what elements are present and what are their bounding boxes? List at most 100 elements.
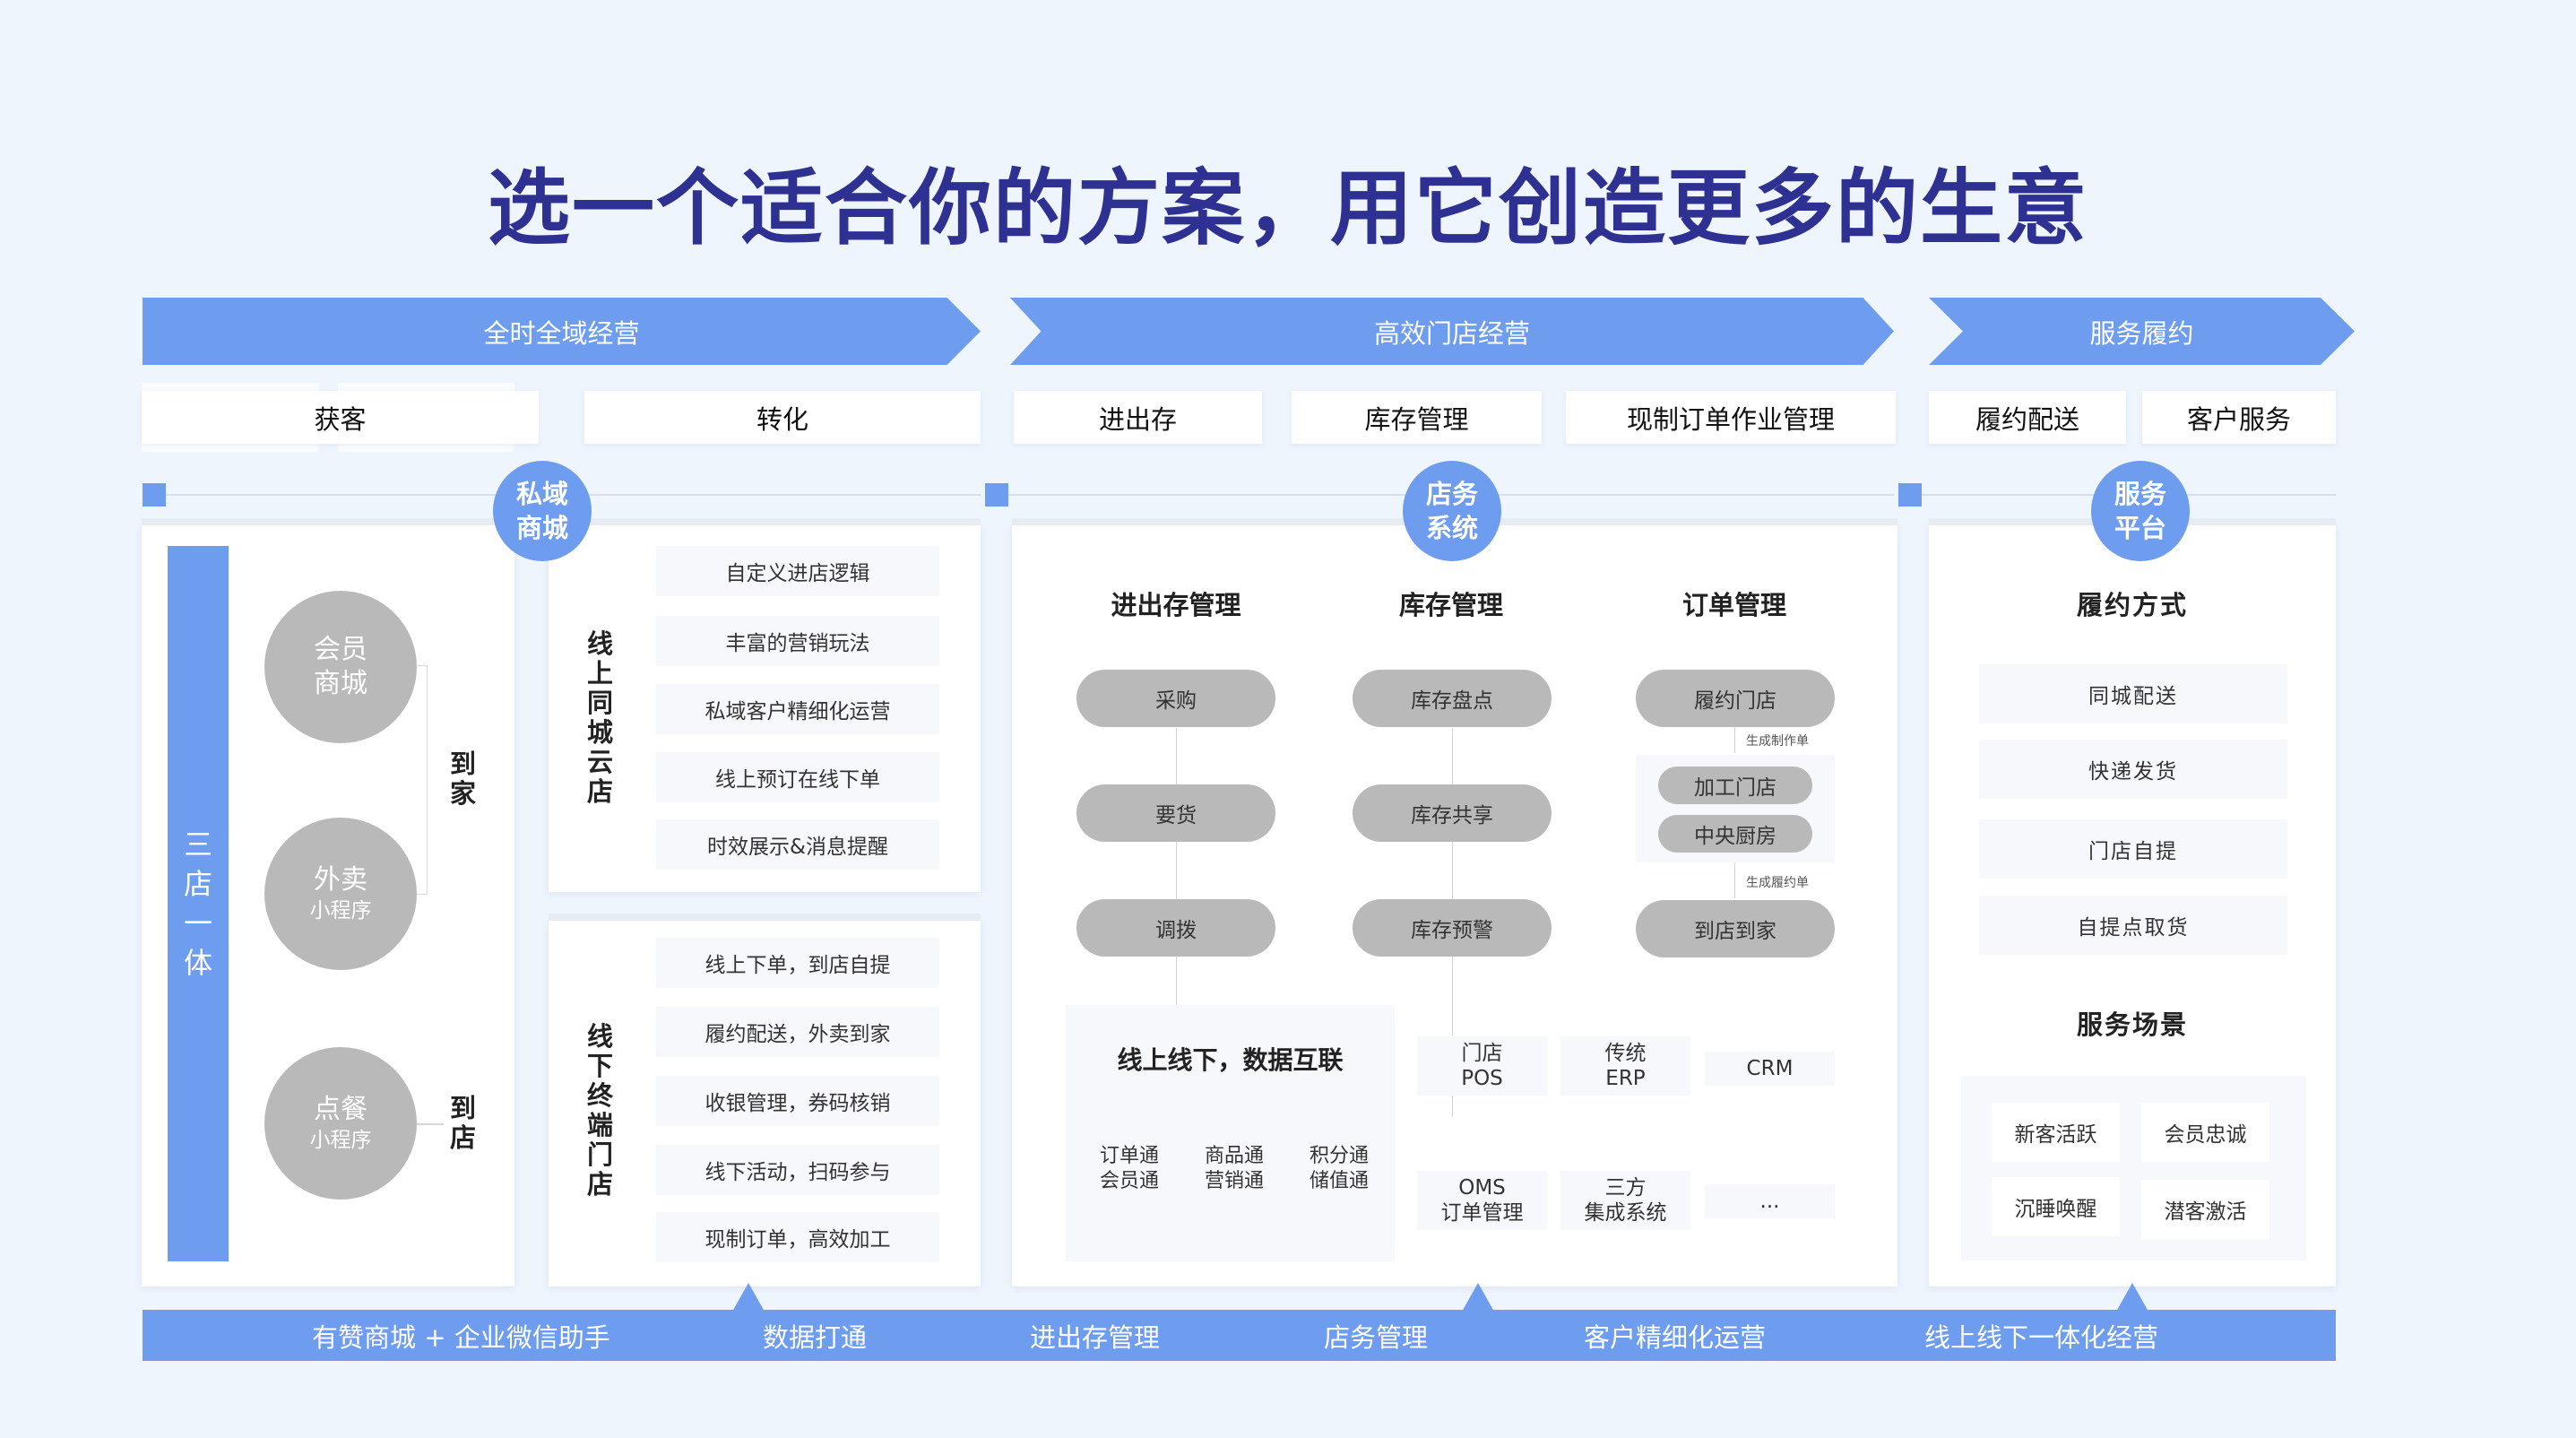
data-link-item: 商品通 bbox=[1204, 1145, 1264, 1167]
circle-label: 会员 bbox=[314, 634, 367, 665]
bar-char: 三 bbox=[183, 827, 212, 862]
bar-char: 体 bbox=[183, 946, 212, 980]
pointer-triangle bbox=[1462, 1283, 1494, 1312]
data-link-item: 订单通 bbox=[1100, 1145, 1160, 1167]
stage-label: 高效门店经营 bbox=[1373, 317, 1530, 349]
feature-item: 自定义进店逻辑 bbox=[656, 546, 939, 596]
scene-item: 潜客激活 bbox=[2141, 1180, 2269, 1239]
feature-item: 丰富的营销玩法 bbox=[656, 616, 939, 666]
tab-acquire[interactable]: 获客 bbox=[142, 391, 539, 444]
label-char: 店 bbox=[587, 1169, 614, 1200]
label-char: 上 bbox=[587, 658, 614, 689]
stage-label: 全时全域经营 bbox=[483, 317, 640, 349]
circle-label: 外卖 bbox=[314, 864, 367, 896]
feature-item: 私域客户精细化运营 bbox=[656, 684, 939, 734]
label-char: 店 bbox=[450, 1122, 477, 1153]
feature-item: 现制订单，高效加工 bbox=[656, 1212, 939, 1262]
badge-label: 平台 bbox=[2114, 513, 2166, 543]
label-char: 线 bbox=[587, 628, 614, 659]
feature-item: 收银管理，券码核销 bbox=[656, 1076, 939, 1126]
tab-customer-service[interactable]: 客户服务 bbox=[2142, 391, 2336, 444]
system-third-party: 三方 集成系统 bbox=[1560, 1171, 1690, 1230]
stage-arrow-service: 服务履约 bbox=[1929, 298, 2355, 365]
summary-item: 进出存管理 bbox=[1030, 1321, 1161, 1353]
system-label: 订单管理 bbox=[1440, 1201, 1524, 1225]
label-char: 门 bbox=[587, 1139, 614, 1170]
flow-step[interactable]: 库存共享 bbox=[1353, 784, 1552, 842]
system-pos: 门店 POS bbox=[1417, 1036, 1547, 1096]
column-heading: 进出存管理 bbox=[1111, 590, 1241, 620]
label-char: 同 bbox=[587, 688, 614, 718]
takeout-miniapp-circle[interactable]: 外卖 小程序 bbox=[264, 818, 417, 970]
bar-char: 店 bbox=[183, 867, 212, 901]
summary-item: 数据打通 bbox=[763, 1321, 868, 1353]
label-char: 线 bbox=[587, 1021, 614, 1052]
to-store-connector bbox=[417, 1123, 444, 1125]
label-char: 云 bbox=[587, 747, 614, 777]
three-stores-in-one-bar: 三 店 一 体 bbox=[168, 546, 229, 1261]
label-char: 家 bbox=[450, 778, 477, 809]
flow-step[interactable]: 加工门店 bbox=[1658, 767, 1812, 804]
store-system-badge: 店务 系统 bbox=[1403, 461, 1501, 561]
label-char: 终 bbox=[587, 1080, 614, 1111]
system-label: 集成系统 bbox=[1584, 1201, 1667, 1225]
edge-label: 生成履约单 bbox=[1746, 876, 1809, 890]
data-link-item: 储值通 bbox=[1309, 1170, 1369, 1192]
summary-item: 有赞商城 + 企业微信助手 bbox=[312, 1321, 610, 1353]
dine-in-miniapp-circle[interactable]: 点餐 小程序 bbox=[264, 1047, 417, 1200]
feature-item: 线下活动，扫码参与 bbox=[656, 1145, 939, 1195]
circle-label: 点餐 bbox=[314, 1094, 367, 1125]
to-store-label: 到 店 bbox=[450, 1094, 476, 1153]
label-char: 端 bbox=[587, 1110, 614, 1140]
flow-step[interactable]: 要货 bbox=[1076, 784, 1275, 842]
feature-item: 线上预订在线下单 bbox=[656, 752, 939, 802]
badge-label: 服务 bbox=[2114, 479, 2166, 509]
summary-item: 线上线下一体化经营 bbox=[1924, 1321, 2159, 1353]
scene-heading: 服务场景 bbox=[2076, 1009, 2188, 1040]
fulfill-item: 同城配送 bbox=[1979, 664, 2287, 723]
pointer-triangle bbox=[732, 1283, 765, 1312]
private-mall-badge: 私域 商城 bbox=[493, 461, 592, 561]
flow-step[interactable]: 库存预警 bbox=[1353, 899, 1552, 957]
tab-inout-stock[interactable]: 进出存 bbox=[1014, 391, 1262, 444]
fulfill-item: 快递发货 bbox=[1979, 740, 2287, 799]
section-marker bbox=[143, 483, 166, 507]
stage-arrow-store-ops: 高效门店经营 bbox=[1010, 298, 1894, 365]
system-label: 门店 bbox=[1461, 1042, 1503, 1065]
flow-step[interactable]: 库存盘点 bbox=[1353, 670, 1552, 727]
flow-step[interactable]: 中央厨房 bbox=[1658, 815, 1812, 853]
system-label: POS bbox=[1461, 1067, 1503, 1090]
flow-step[interactable]: 调拨 bbox=[1076, 899, 1275, 957]
tab-fulfillment[interactable]: 履约配送 bbox=[1929, 391, 2126, 444]
stage-arrow-all-domain: 全时全域经营 bbox=[143, 298, 981, 365]
tab-convert[interactable]: 转化 bbox=[584, 391, 981, 444]
flow-connector bbox=[1734, 726, 1735, 753]
system-label: 传统 bbox=[1604, 1042, 1647, 1065]
flow-step[interactable]: 履约门店 bbox=[1636, 670, 1835, 727]
flow-connector bbox=[1734, 862, 1735, 898]
system-more: ... bbox=[1705, 1184, 1835, 1218]
column-heading: 库存管理 bbox=[1398, 590, 1503, 620]
label-char: 店 bbox=[587, 776, 614, 807]
section-marker bbox=[985, 483, 1008, 507]
fulfill-item: 门店自提 bbox=[1979, 819, 2287, 879]
service-platform-badge: 服务 平台 bbox=[2091, 461, 2190, 561]
data-link-box: 线上线下，数据互联 订单通 商品通 积分通 会员通 营销通 储值通 bbox=[1066, 1005, 1395, 1261]
summary-item: 店务管理 bbox=[1324, 1321, 1429, 1353]
tab-inventory[interactable]: 库存管理 bbox=[1292, 391, 1542, 444]
system-label: OMS bbox=[1458, 1176, 1506, 1200]
feature-item: 线上下单，到店自提 bbox=[656, 938, 939, 988]
circle-sublabel: 小程序 bbox=[309, 899, 372, 923]
flow-step[interactable]: 采购 bbox=[1076, 670, 1275, 727]
fulfill-heading: 履约方式 bbox=[2076, 590, 2188, 620]
badge-label: 商城 bbox=[515, 513, 568, 543]
member-mall-circle[interactable]: 会员 商城 bbox=[264, 591, 417, 743]
circle-sublabel: 小程序 bbox=[309, 1129, 372, 1152]
flow-step[interactable]: 到店到家 bbox=[1636, 900, 1835, 957]
scene-item: 沉睡唤醒 bbox=[1992, 1177, 2120, 1236]
label-char: 到 bbox=[450, 1093, 477, 1123]
system-label: CRM bbox=[1746, 1057, 1794, 1080]
circle-label: 商城 bbox=[314, 668, 367, 699]
tab-made-to-order[interactable]: 现制订单作业管理 bbox=[1566, 391, 1896, 444]
badge-label: 系统 bbox=[1425, 513, 1478, 543]
